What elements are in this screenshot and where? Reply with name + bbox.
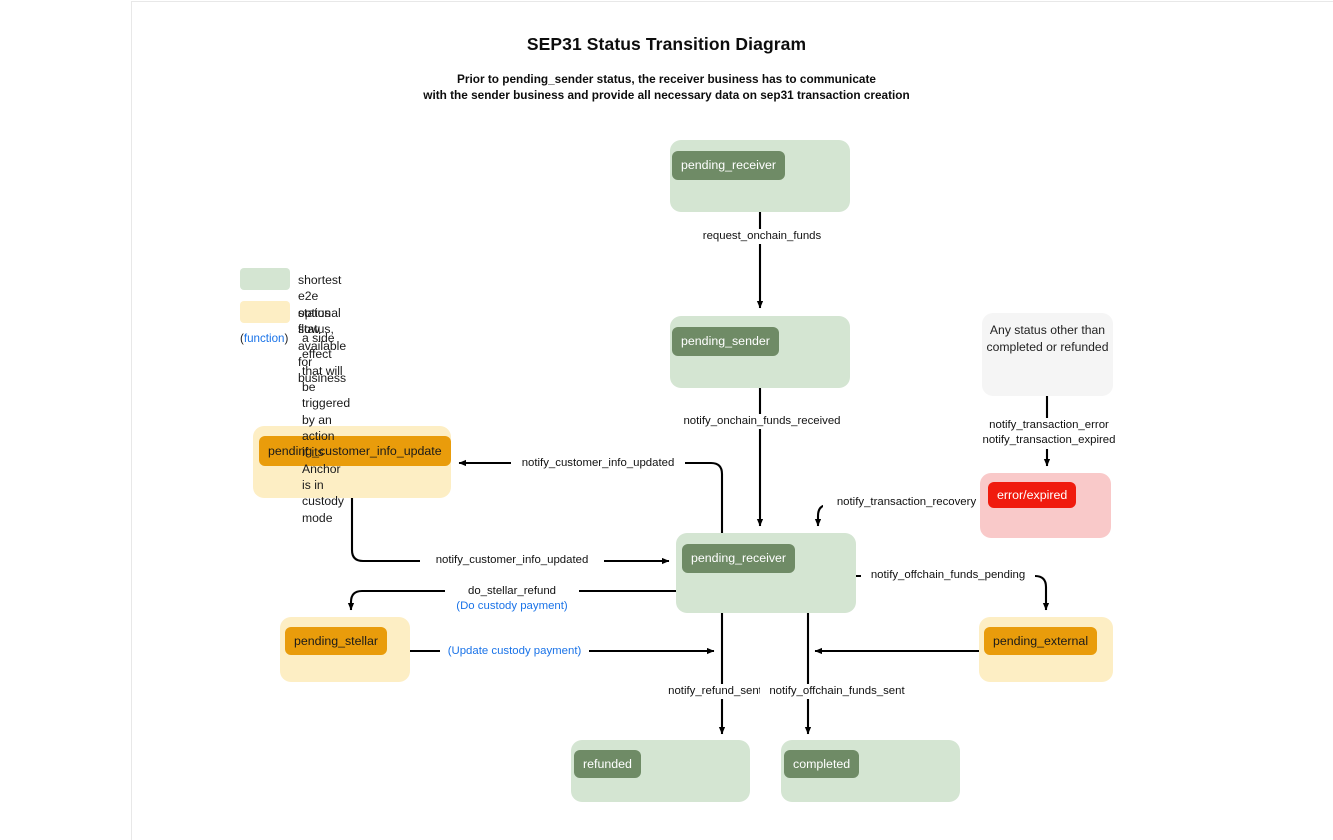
edge-label-notify-refund-sent: notify_refund_sent (652, 684, 778, 700)
edge-label-do-custody-payment: (Do custody payment) (440, 599, 584, 615)
edge-label-notify-offchain-funds-pending: notify_offchain_funds_pending (861, 568, 1035, 584)
legend-label: shortest e2e status flow (298, 273, 342, 337)
function-word: function (243, 332, 285, 345)
node-pending-sender[interactable]: pending_sender (670, 316, 850, 388)
node-pending-customer-info-update[interactable]: pending_customer_info_update (253, 426, 451, 498)
edge-label-notify-customer-info-updated-back: notify_customer_info_updated (420, 553, 604, 569)
node-pending-receiver-mid[interactable]: pending_receiver (676, 533, 856, 613)
legend-label: optional status, available for business (298, 306, 347, 386)
node-pending-stellar[interactable]: pending_stellar (280, 617, 410, 682)
node-label: pending_stellar (285, 627, 388, 655)
node-label: pending_sender (672, 327, 779, 356)
node-error-expired[interactable]: error/expired (980, 473, 1111, 538)
node-label: error/expired (988, 482, 1077, 508)
legend-function-key: (function) (240, 332, 288, 345)
page-subtitle: Prior to pending_sender status, the rece… (423, 72, 910, 102)
node-pending-external[interactable]: pending_external (979, 617, 1113, 682)
edge-label-request-onchain-funds: request_onchain_funds (660, 229, 864, 245)
node-pending-receiver-top[interactable]: pending_receiver (670, 140, 850, 212)
edge-label-notify-onchain-funds-received: notify_onchain_funds_received (650, 414, 874, 430)
node-label: pending_receiver (682, 544, 796, 573)
node-label: refunded (574, 750, 641, 778)
edge-label-notify-offchain-funds-sent: notify_offchain_funds_sent (760, 684, 914, 700)
node-label: Any status other than completed or refun… (986, 323, 1109, 354)
node-label: pending_receiver (672, 151, 786, 180)
legend-swatch-green-icon (240, 268, 290, 290)
legend-label: a side effect that will be triggered by … (302, 331, 351, 525)
node-label: pending_customer_info_update (259, 436, 451, 466)
edge-label-notify-customer-info-updated-top: notify_customer_info_updated (511, 456, 685, 472)
open-paren: ( (240, 332, 244, 345)
legend-swatch-orange-icon (240, 301, 290, 323)
edge-label-update-custody-payment: (Update custody payment) (440, 644, 589, 660)
node-any-status-other[interactable]: Any status other than completed or refun… (982, 313, 1113, 396)
node-label: pending_external (984, 627, 1098, 655)
node-refunded[interactable]: refunded (571, 740, 750, 802)
node-completed[interactable]: completed (781, 740, 960, 802)
close-paren: ) (284, 332, 289, 345)
page-title: SEP31 Status Transition Diagram (526, 34, 807, 54)
edge-label-notify-transaction-recovery: notify_transaction_recovery (823, 495, 990, 511)
node-label: completed (784, 750, 860, 778)
edge-label-notify-transaction-error-expired: notify_transaction_error notify_transact… (957, 418, 1141, 449)
edge-label-do-stellar-refund: do_stellar_refund (445, 584, 579, 600)
